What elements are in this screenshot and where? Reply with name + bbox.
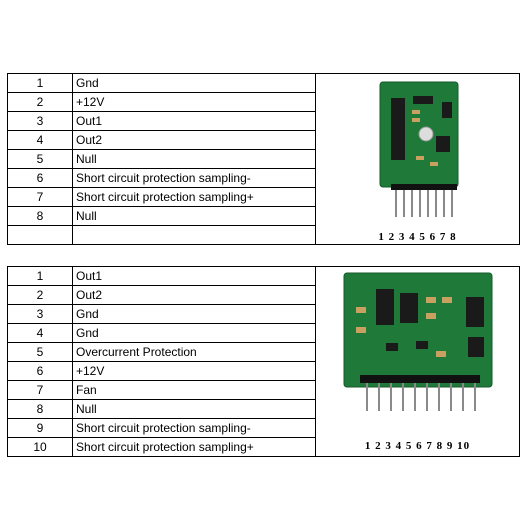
pin-function: +12V (72, 361, 316, 381)
transistor (442, 102, 452, 118)
pin-function: Overcurrent Protection (72, 342, 316, 362)
pin-number: 1 (7, 266, 73, 286)
pin-number: 8 (7, 399, 73, 419)
pin-function: Out1 (72, 111, 316, 131)
pin-number: 7 (7, 187, 73, 207)
pcb-board (344, 273, 492, 387)
smd-component (413, 96, 433, 104)
pin-number: 2 (7, 285, 73, 305)
pin-function: Fan (72, 380, 316, 400)
pin-number: 2 (7, 92, 73, 112)
module-photo-cell: 1 2 3 4 5 6 7 8 (315, 73, 520, 245)
pin-number: 3 (7, 111, 73, 131)
table-row: 2+12V (7, 92, 520, 112)
pin-function: Short circuit protection sampling+ (72, 187, 316, 207)
pin-function: Gnd (72, 304, 316, 324)
pin-number: 3 (7, 304, 73, 324)
pin-number-labels: 1 2 3 4 5 6 7 8 9 10 (364, 440, 471, 452)
capacitor (418, 126, 434, 142)
pin-function: Null (72, 399, 316, 419)
module-photo-cell: 1 2 3 4 5 6 7 8 9 10 (315, 266, 520, 457)
pin-number-labels: 1 2 3 4 5 6 7 8 (378, 231, 457, 243)
pin-number: 4 (7, 323, 73, 343)
transistor (436, 136, 450, 152)
ic-chip (391, 98, 405, 160)
pin-function: Null (72, 206, 316, 226)
table-row: 6+12V (7, 361, 520, 381)
pin-function: Out2 (72, 130, 316, 150)
pin-number: 7 (7, 380, 73, 400)
pin-number: 5 (7, 149, 73, 169)
pin-function: Short circuit protection sampling- (72, 418, 316, 438)
pin-header (360, 375, 480, 383)
pin-number (7, 225, 73, 245)
ic-chip (376, 289, 394, 325)
pin-function: +12V (72, 92, 316, 112)
pin-function: Null (72, 149, 316, 169)
pin-number: 4 (7, 130, 73, 150)
pin-number: 6 (7, 168, 73, 188)
pin-function: Out2 (72, 285, 316, 305)
pin-function: Short circuit protection sampling+ (72, 437, 316, 457)
pin-number: 5 (7, 342, 73, 362)
table-row (7, 225, 520, 245)
pin-number: 8 (7, 206, 73, 226)
pin-function: Short circuit protection sampling- (72, 168, 316, 188)
driver-board-10pin-image (343, 272, 493, 411)
header-pins (391, 184, 457, 217)
transistor (466, 297, 484, 327)
pin-number: 1 (7, 73, 73, 93)
ic-chip (400, 293, 418, 323)
pin-function (72, 225, 316, 245)
pin-number: 10 (7, 437, 73, 457)
pin-function: Out1 (72, 266, 316, 286)
pin-function: Gnd (72, 323, 316, 343)
pin-number: 6 (7, 361, 73, 381)
transistor (468, 337, 484, 357)
pin-number: 9 (7, 418, 73, 438)
driver-board-8pin-image (379, 81, 459, 217)
header-pins (366, 383, 476, 411)
pin-function: Gnd (72, 73, 316, 93)
